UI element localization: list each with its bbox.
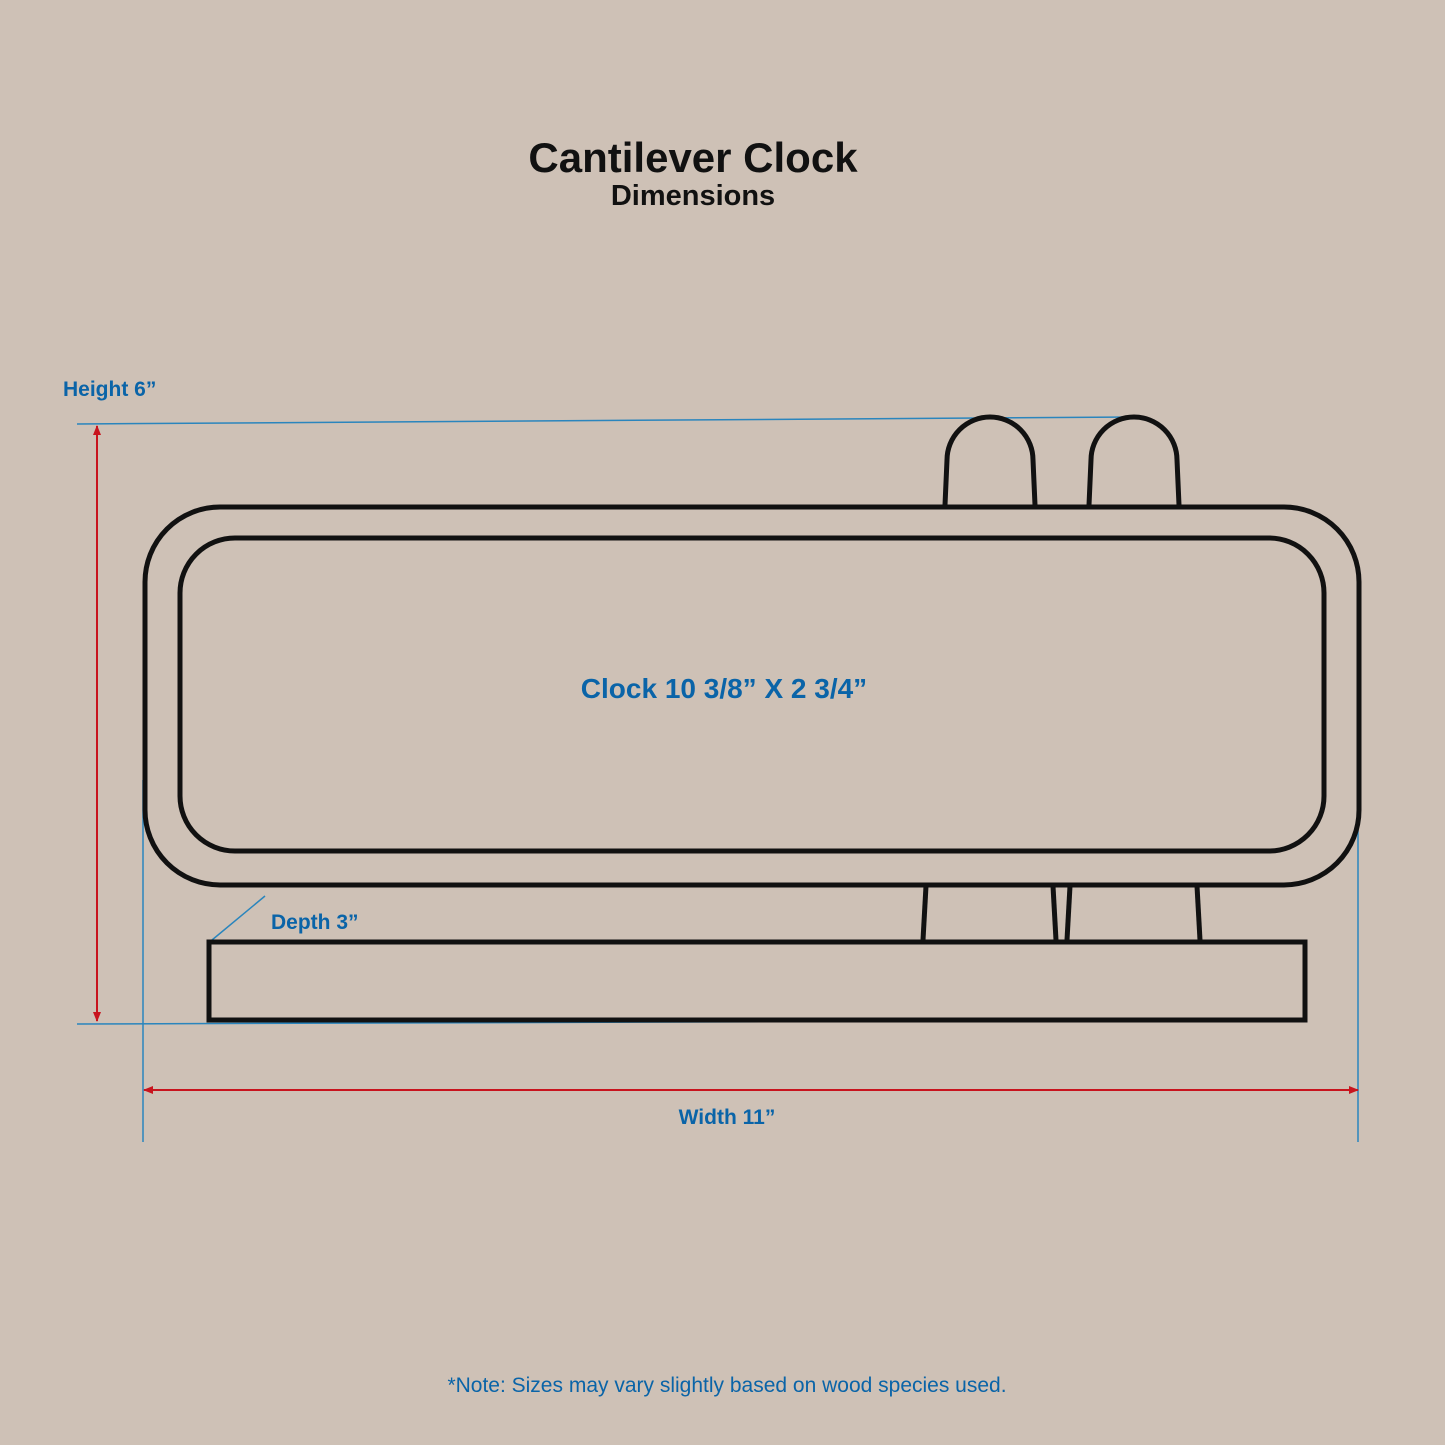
left-post-outer — [920, 885, 929, 941]
title: Cantilever Clock — [528, 134, 858, 181]
clock-face — [177, 535, 1327, 854]
right-post-outer — [1194, 885, 1203, 941]
clock-size-label: Clock 10 3/8” X 2 3/4” — [581, 673, 867, 704]
depth-guide — [211, 895, 266, 941]
subtitle: Dimensions — [611, 180, 775, 212]
left-post-inner — [1050, 885, 1059, 941]
height-top-guide — [76, 416, 1136, 425]
right-peg — [1086, 414, 1182, 506]
width-label: Width 11” — [679, 1106, 776, 1129]
left-peg — [942, 414, 1038, 506]
clock-frame — [142, 504, 1362, 888]
clock-base — [206, 939, 1308, 1023]
clock-outline — [142, 414, 1362, 1023]
depth-label: Depth 3” — [271, 911, 359, 934]
right-post-inner — [1064, 885, 1073, 941]
note: *Note: Sizes may vary slightly based on … — [447, 1374, 1006, 1397]
height-label: Height 6” — [63, 378, 156, 401]
